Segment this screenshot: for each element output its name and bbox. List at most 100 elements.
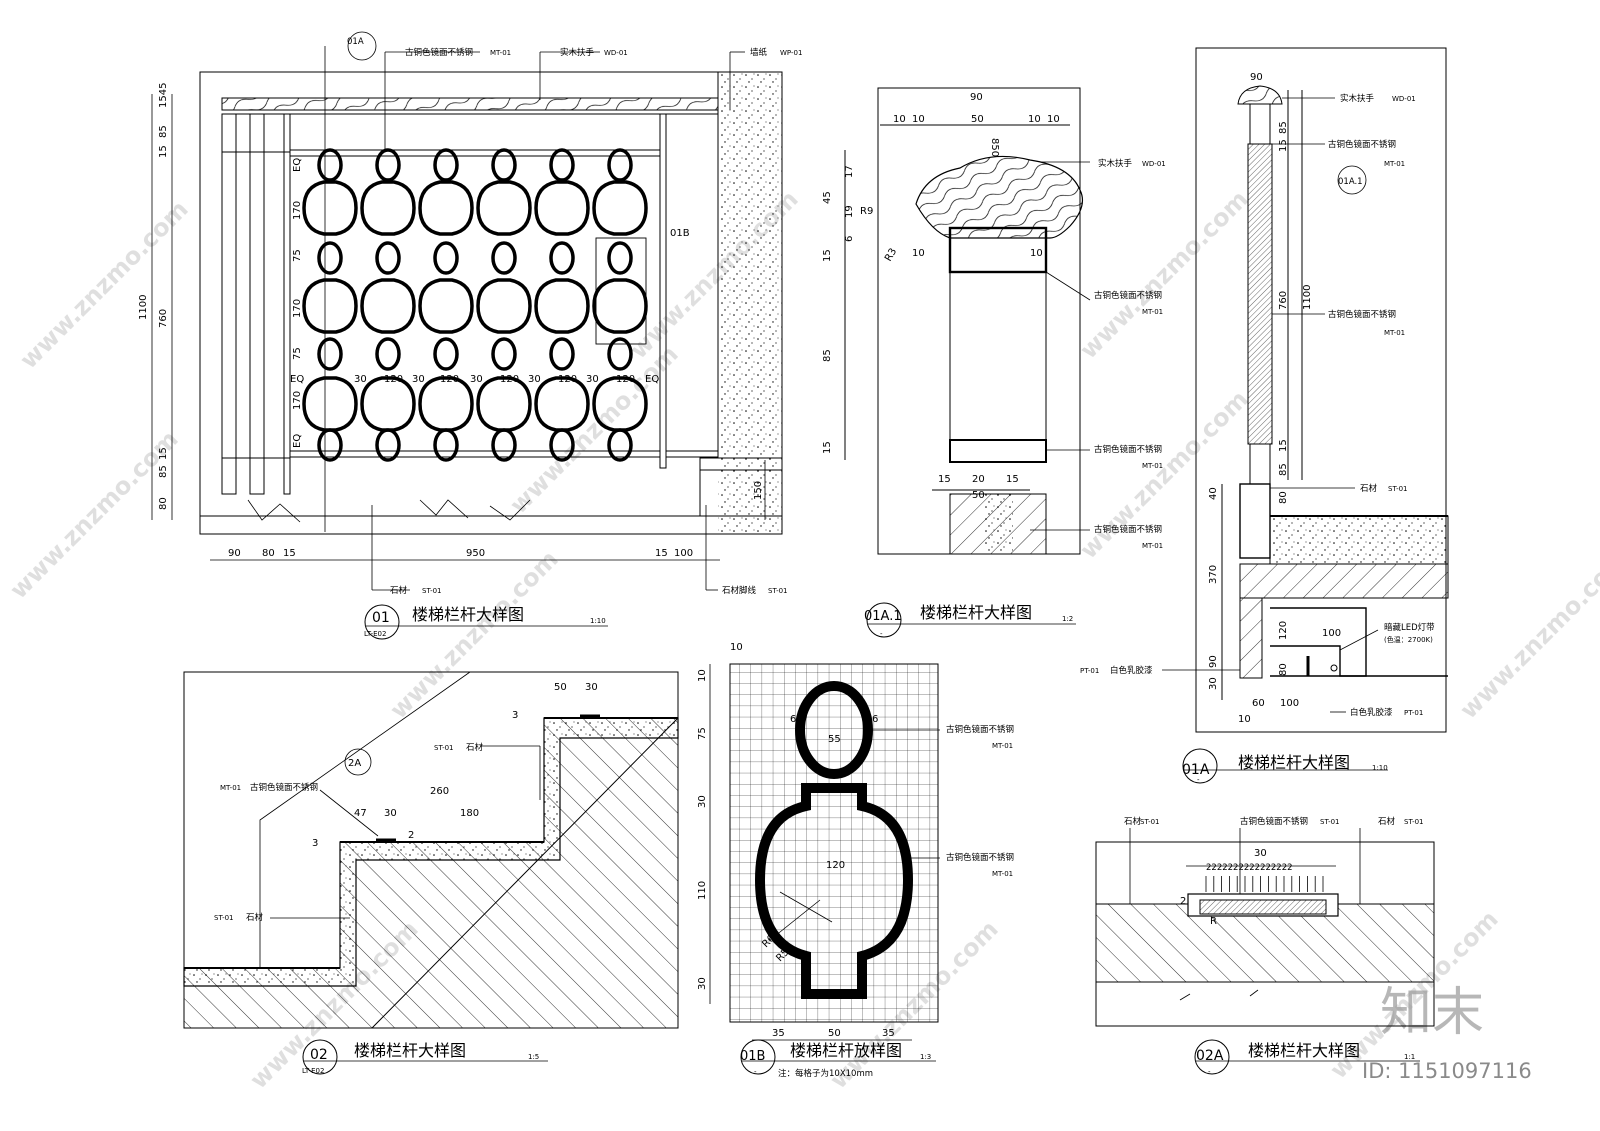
watermark-text: www.znzmo.com	[384, 545, 563, 724]
label-stone: 石材	[1124, 816, 1142, 827]
baluster-round-shape	[476, 376, 532, 432]
dim-50: 50	[972, 490, 985, 501]
baluster-round-shape	[302, 278, 358, 334]
dim-r: R	[1210, 916, 1217, 927]
title-01a-ref: -	[1197, 776, 1200, 784]
baluster-oval-shape	[607, 428, 633, 462]
tag-mt01: MT-01	[220, 784, 241, 792]
dim-b100: 100	[674, 548, 693, 559]
baluster-oval-shape	[375, 337, 401, 371]
tag-wd01: WD-01	[604, 49, 628, 57]
baluster-round-shape	[534, 278, 590, 334]
title-01a1-text: 楼梯栏杆大样图	[920, 603, 1032, 622]
baluster-oval-shape	[317, 148, 343, 182]
dim-15b: 15	[822, 441, 833, 454]
dim-85b: 85	[1278, 463, 1289, 476]
title-02a-text: 楼梯栏杆大样图	[1248, 1041, 1360, 1060]
baluster-round-shape	[592, 376, 648, 432]
label-bronze-steel: 古铜色镜面不锈钢	[1094, 524, 1162, 535]
label-stone-skirting: 石材脚线	[722, 585, 757, 596]
callout-2a: 2A	[348, 758, 361, 769]
dim-10: 10	[1047, 114, 1060, 125]
baluster-round-shape	[360, 180, 416, 236]
watermark-text: www.znzmo.com	[1074, 385, 1253, 564]
tag-st01: ST-01	[1140, 818, 1160, 826]
baluster-pattern	[302, 148, 648, 462]
dim-r3: R3	[883, 246, 899, 263]
dim-15: 15	[1278, 139, 1289, 152]
baluster-oval-shape	[607, 148, 633, 182]
dim-6: 6	[790, 714, 796, 725]
label-wallpaper: 墙纸	[750, 47, 768, 58]
dim-15b: 15	[1278, 439, 1289, 452]
label-bronze-steel: 古铜色镜面不锈钢	[1094, 290, 1162, 301]
view-02a-dim-text: 30 2222222222222222 2 R	[1180, 848, 1293, 927]
view-01a-side-section	[1195, 47, 1449, 733]
baluster-oval-shape	[607, 337, 633, 371]
dim-170c: 170	[292, 391, 303, 410]
dim-80: 80	[158, 497, 169, 510]
dim-10: 10	[912, 114, 925, 125]
title-02-number: 02	[310, 1047, 328, 1063]
dim-30: 30	[697, 795, 708, 808]
title-01b-scale: 1:3	[920, 1053, 931, 1061]
label-led: 暗藏LED灯带	[1384, 622, 1435, 633]
tag-st01: ST-01	[214, 914, 234, 922]
dim-30: 30	[1254, 848, 1267, 859]
dim-b950: 950	[466, 548, 485, 559]
title-01a-text: 楼梯栏杆大样图	[1238, 753, 1350, 772]
dim-1545: 1545	[158, 83, 169, 108]
baluster-oval-shape	[491, 428, 517, 462]
dim-120: 120	[440, 374, 459, 385]
dim-47: 47	[354, 808, 367, 819]
baluster-oval-shape	[491, 241, 517, 275]
title-01-number: 01	[372, 610, 390, 626]
title-02-ref: LT-E02	[302, 1067, 324, 1075]
tag-st01: ST-01	[434, 744, 454, 752]
label-bronze-steel: 古铜色镜面不锈钢	[405, 47, 473, 58]
tag-mt01: MT-01	[1384, 160, 1405, 168]
watermark-logo: 知末	[1380, 983, 1484, 1043]
baluster-oval-shape	[491, 337, 517, 371]
dim-b90: 90	[228, 548, 241, 559]
callout-01a: 01A	[347, 37, 364, 47]
view-01-callouts: 01A 01B 古铜色镜面不锈钢 MT-01 实木扶手 WD-01 墙纸 WP-…	[324, 31, 802, 596]
callout-01a1: 01A.1	[1338, 177, 1363, 187]
title-block-01: 01 LT-E02 楼梯栏杆大样图 1:10	[364, 604, 608, 640]
dim-75: 75	[697, 727, 708, 740]
label-bronze-steel: 古铜色镜面不锈钢	[250, 782, 318, 793]
tag-st01: ST-01	[1320, 818, 1340, 826]
tag-st01: ST-01	[1388, 485, 1408, 493]
baluster-oval-shape	[375, 428, 401, 462]
view-02a-callouts: 石材 ST-01 古铜色镜面不锈钢 ST-01 石材 ST-01	[1124, 816, 1424, 827]
title-01b-ref: -	[754, 1068, 757, 1076]
dim-15b: 15	[158, 447, 169, 460]
dim-45: 45	[822, 191, 833, 204]
label-bronze-steel: 古铜色镜面不锈钢	[1328, 309, 1396, 320]
dim-10: 10	[697, 669, 708, 682]
dim-r150: 150	[753, 481, 764, 500]
label-handrail: 实木扶手	[1340, 93, 1375, 104]
tag-mt01: MT-01	[1384, 329, 1405, 337]
title-01b-number: 01B	[740, 1049, 765, 1064]
dim-30: 30	[697, 977, 708, 990]
dim-100: 100	[1322, 628, 1341, 639]
title-01a1-scale: 1:2	[1062, 615, 1073, 623]
label-bronze-steel: 古铜色镜面不锈钢	[1328, 139, 1396, 150]
dim-10: 10	[1030, 248, 1043, 259]
dim-90: 90	[970, 92, 983, 103]
dim-2: 2	[1180, 896, 1186, 907]
view-01b-template-grid	[709, 663, 939, 1041]
title-01a1-ref: -	[880, 630, 883, 638]
baluster-oval-shape	[317, 241, 343, 275]
baluster-round-shape	[418, 180, 474, 236]
dim-10: 10	[893, 114, 906, 125]
tag-mt01: MT-01	[1142, 308, 1163, 316]
dim-760: 760	[158, 309, 169, 328]
dim-90: 90	[1250, 72, 1263, 83]
baluster-round-shape	[592, 180, 648, 236]
dim-30: 30	[586, 374, 599, 385]
dim-35: 35	[882, 1028, 895, 1039]
dim-180: 180	[460, 808, 479, 819]
dim-760: 760	[1278, 291, 1289, 310]
